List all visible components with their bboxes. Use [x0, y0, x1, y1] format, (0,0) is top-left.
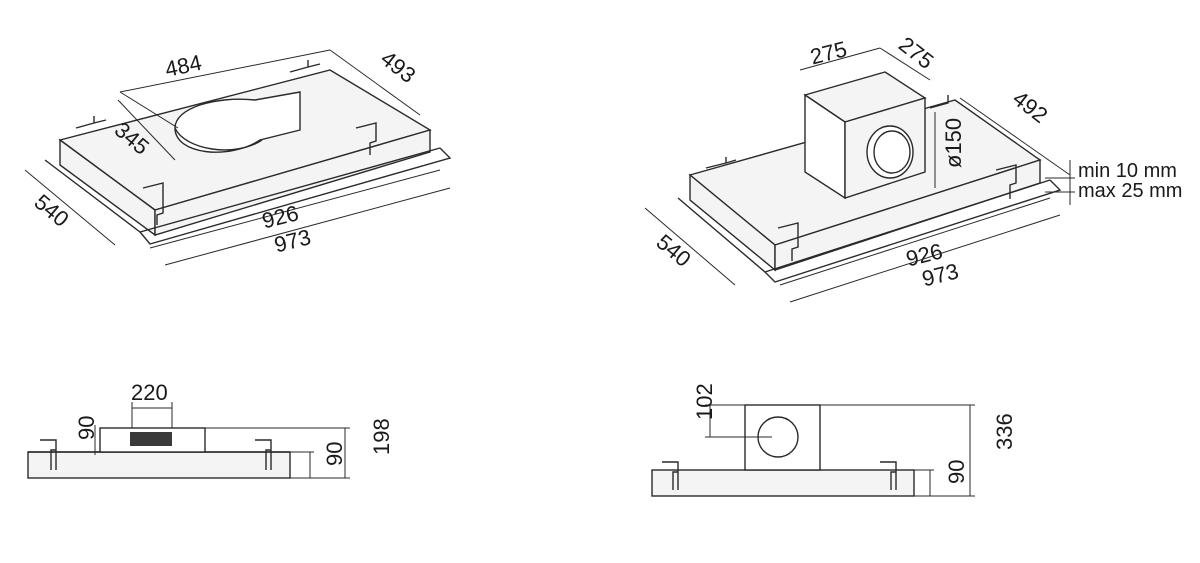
dim-diameter-150: ø150 — [941, 118, 966, 168]
side-view-left — [27, 402, 350, 479]
side-view-right — [651, 404, 975, 497]
dim-90-right: 90 — [944, 460, 969, 484]
dim-90-top: 90 — [74, 416, 99, 440]
iso-view-right — [644, 47, 1075, 303]
dim-102: 102 — [692, 383, 717, 420]
dim-492: 492 — [1008, 86, 1052, 128]
dim-540: 540 — [30, 189, 74, 232]
dim-493: 493 — [376, 46, 420, 88]
dim-198: 198 — [369, 418, 394, 455]
dim-220: 220 — [131, 380, 168, 405]
iso-view-left — [24, 49, 452, 266]
dim-336: 336 — [992, 413, 1017, 450]
dim-275-b: 275 — [894, 32, 938, 74]
dim-484: 484 — [163, 50, 204, 82]
dim-90-bottom: 90 — [322, 442, 347, 466]
dim-min-10mm: min 10 mm — [1078, 160, 1177, 182]
dim-275-a: 275 — [808, 36, 850, 69]
dim-540-right: 540 — [652, 229, 696, 272]
dim-max-25mm: max 25 mm — [1078, 180, 1182, 202]
